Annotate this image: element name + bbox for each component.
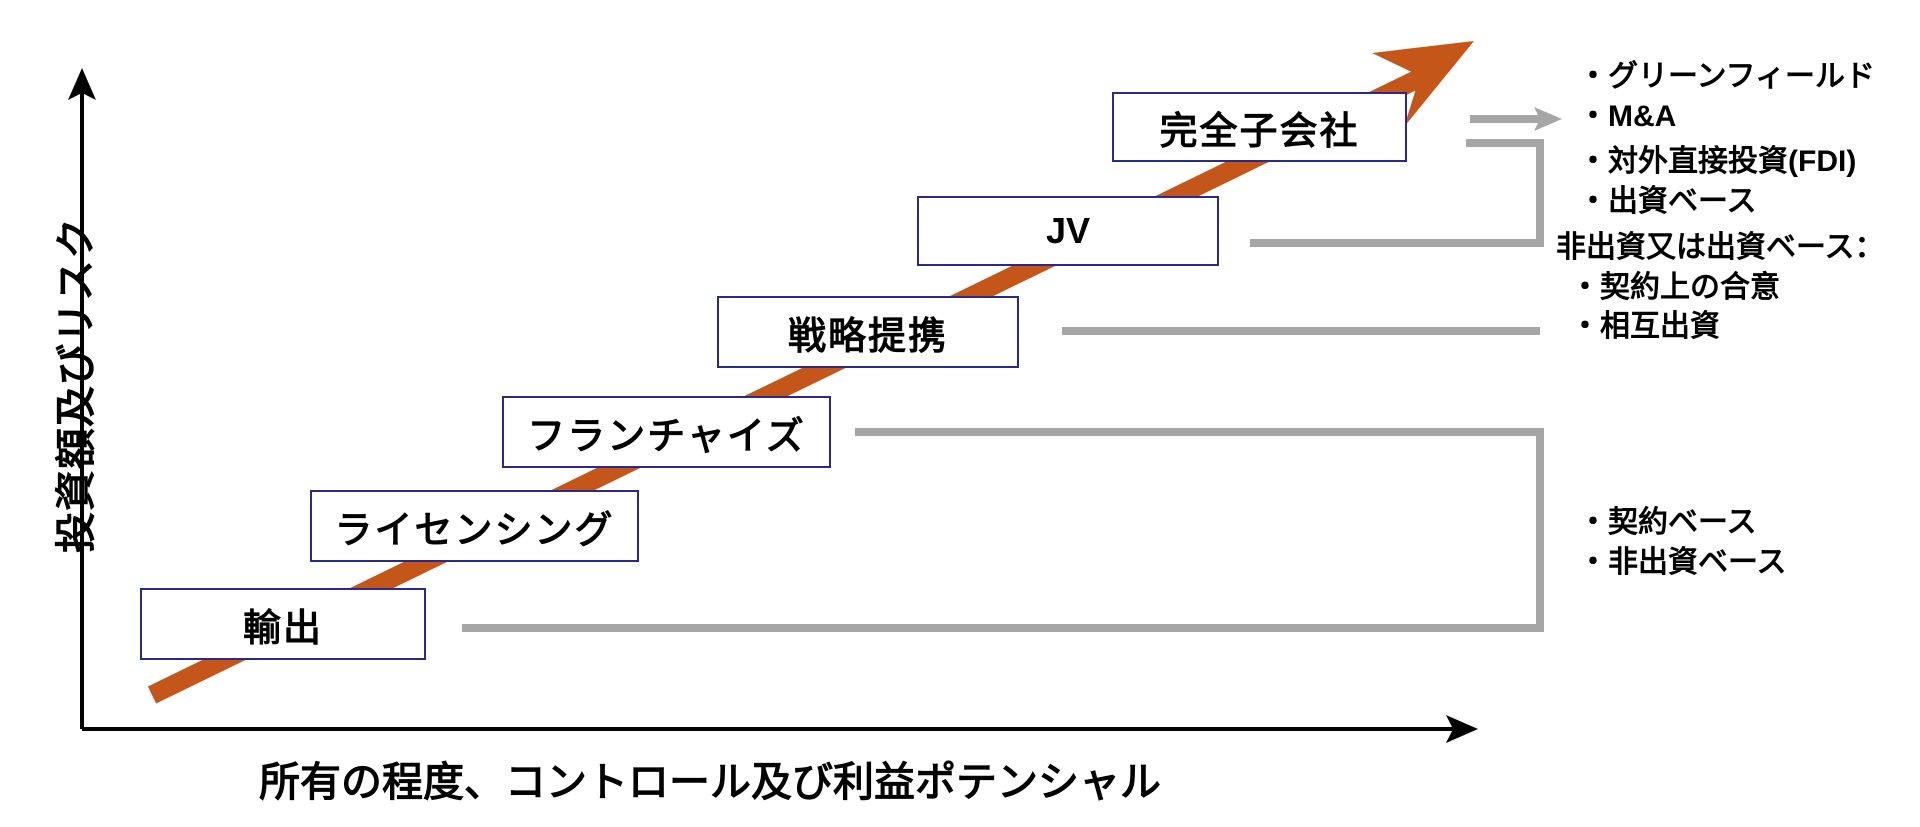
- x-axis-label: 所有の程度、コントロール及び利益ポテンシャル: [259, 759, 1161, 805]
- annotation-line: ・契約ベース: [1578, 506, 1757, 539]
- annotation-line: ・グリーンフィールド: [1578, 60, 1875, 93]
- y-axis-label: 投資額及びリスク: [53, 217, 99, 553]
- annotation-group-greenfield-mna: ・グリーンフィールド ・M&A: [1578, 57, 1875, 136]
- step-box-strategic-alliance[interactable]: 戦略提携: [717, 296, 1019, 368]
- annotation-line: ・対外直接投資(FDI): [1578, 145, 1857, 178]
- step-box-licensing[interactable]: ライセンシング: [310, 490, 639, 562]
- step-box-jv[interactable]: JV: [917, 196, 1219, 266]
- annotation-group-contract-base: ・契約ベース ・非出資ベース: [1578, 503, 1787, 582]
- annotation-line: ・契約上の合意: [1570, 270, 1780, 304]
- step-box-export[interactable]: 輸出: [140, 588, 426, 660]
- annotation-line: ・出資ベース: [1578, 184, 1757, 218]
- connector-wholly-owned: [1470, 107, 1562, 131]
- annotation-group-nonequity-or-equity: 非出資又は出資ベース： ・契約上の合意 ・相互出資: [1556, 228, 1885, 347]
- annotation-line: ・相互出資: [1570, 310, 1720, 344]
- annotation-heading: 非出資又は出資ベース：: [1556, 231, 1885, 264]
- annotation-line: ・M&A: [1578, 99, 1677, 133]
- annotation-line: ・非出資ベース: [1578, 545, 1787, 579]
- x-axis: [82, 715, 1478, 743]
- step-box-wholly-owned-subsidiary[interactable]: 完全子会社: [1112, 92, 1407, 162]
- annotation-group-fdi: ・対外直接投資(FDI) ・出資ベース: [1578, 142, 1856, 221]
- step-box-franchise[interactable]: フランチャイズ: [502, 396, 831, 468]
